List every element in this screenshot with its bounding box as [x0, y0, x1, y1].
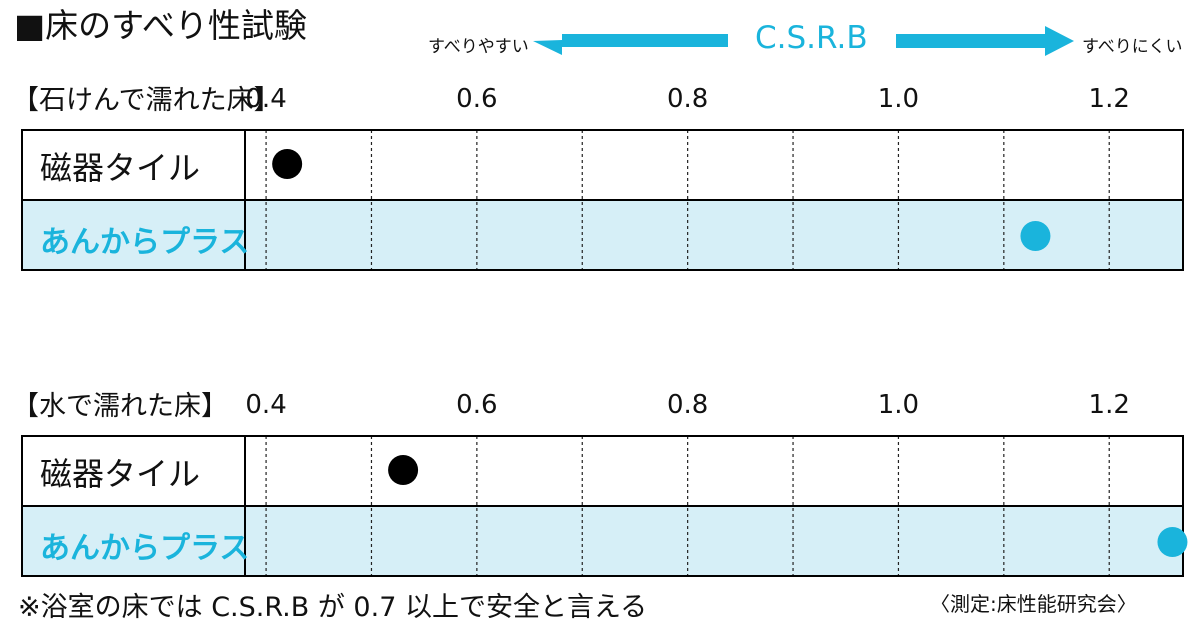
- section-title: 【石けんで濡れた床】: [12, 85, 281, 116]
- data-point: [1020, 221, 1051, 251]
- x-tick-label: 1.0: [877, 84, 920, 114]
- section-title: 【水で濡れた床】: [12, 391, 228, 422]
- data-point: [1157, 527, 1188, 557]
- footnote: ※浴室の床では C.S.R.B が 0.7 以上で安全と言える: [18, 592, 648, 623]
- x-tick-label: 0.4: [245, 84, 287, 114]
- arrow-right: [896, 26, 1074, 56]
- x-tick-label: 1.2: [1088, 390, 1130, 420]
- highlight-row-bg: [22, 200, 1183, 270]
- row-label: あんからプラス: [40, 225, 250, 260]
- csrb-axis-label: C.S.R.B: [755, 20, 868, 56]
- not-slippery-label: すべりにくい: [1082, 37, 1183, 57]
- x-tick-label: 0.8: [666, 84, 709, 114]
- row-label: あんからプラス: [40, 531, 250, 566]
- x-tick-label: 0.4: [245, 390, 287, 420]
- chart-title: ■床のすべり性試験: [14, 6, 307, 45]
- arrow-left: [533, 34, 728, 55]
- x-tick-label: 1.2: [1088, 84, 1130, 114]
- highlight-row-bg: [22, 506, 1183, 576]
- x-tick-label: 0.6: [456, 390, 498, 420]
- data-point: [388, 455, 419, 485]
- x-tick-label: 0.8: [666, 390, 709, 420]
- source-credit: 〈測定:床性能研究会〉: [930, 592, 1137, 616]
- x-tick-label: 1.0: [877, 390, 920, 420]
- slippery-label: すべりやすい: [428, 37, 529, 57]
- row-label: 磁器タイル: [40, 149, 201, 187]
- data-point: [272, 149, 303, 179]
- row-label: 磁器タイル: [40, 455, 201, 493]
- x-tick-label: 0.6: [456, 84, 498, 114]
